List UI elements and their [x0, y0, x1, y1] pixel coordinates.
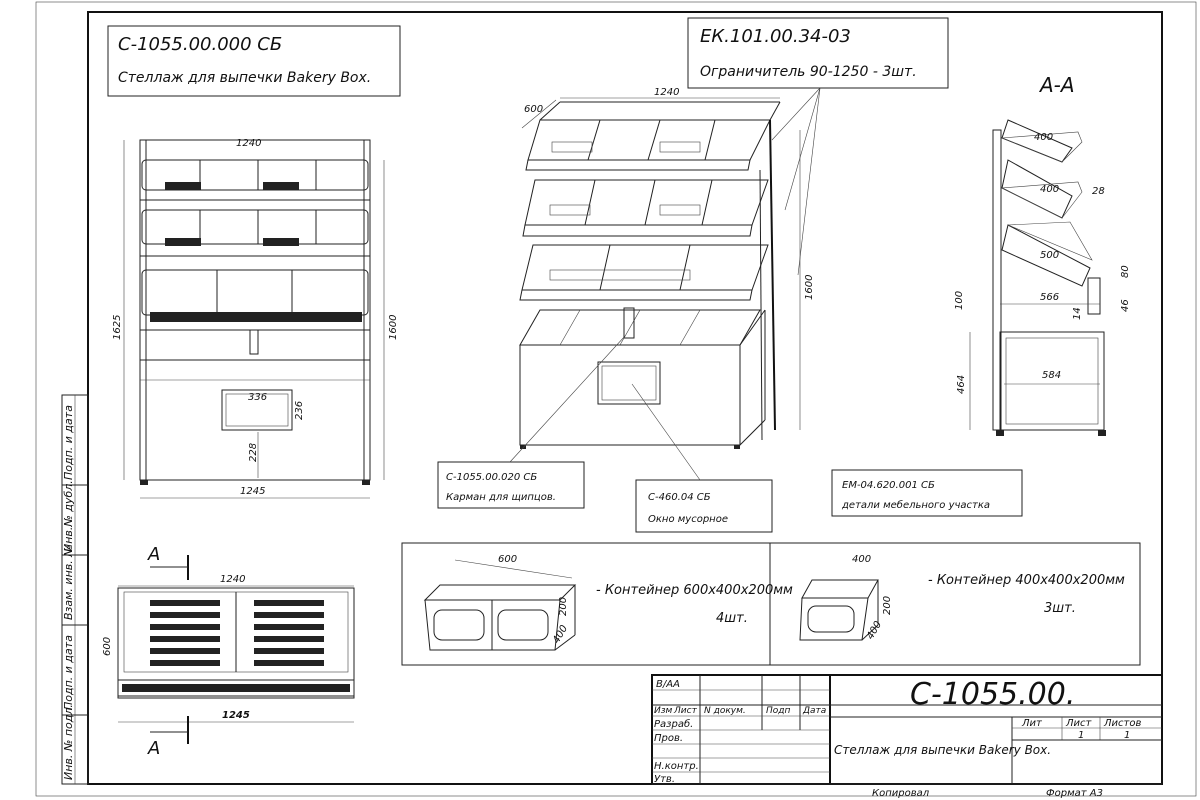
side-dim-400a: 400: [1034, 132, 1053, 143]
section-mark-bottom: А: [147, 738, 160, 759]
limiter-code: ЕК.101.00.34-03: [700, 26, 851, 47]
container2-dim-2: 400: [865, 619, 884, 641]
tb-sheet-value: 1: [1078, 730, 1084, 741]
side-dim-464: 464: [956, 375, 967, 394]
container2-qty: 3шт.: [1044, 601, 1076, 616]
side-view: А-А 400 400 28 500 80 566 100 14 46 584 …: [954, 73, 1131, 436]
container1-text: - Контейнер 600х400х200мм: [596, 583, 793, 598]
tb-row-develop: Разраб.: [654, 718, 693, 730]
side-dim-584: 584: [1042, 370, 1061, 381]
header-code: С-1055.00.000 СБ: [118, 34, 282, 55]
side-dim-400b: 400: [1040, 184, 1059, 195]
front-dim-width-bottom: 1245: [240, 486, 265, 497]
tb-format: Формат А3: [1046, 788, 1103, 799]
side-dim-566: 566: [1040, 292, 1059, 303]
plan-dim-depth: 600: [102, 637, 113, 656]
front-dim-win-w: 336: [248, 392, 267, 403]
iso-dim-depth: 600: [524, 104, 543, 115]
tb-col-doc: N докум.: [704, 706, 746, 716]
side-dim-500: 500: [1040, 250, 1059, 261]
tb-copied: Копировал: [872, 788, 930, 799]
tb-lit-label: Лит: [1021, 718, 1043, 729]
tb-col-date: Дата: [802, 706, 826, 716]
callout-parts-code: ЕМ-04.620.001 СБ: [842, 480, 935, 491]
tb-stamp: В/АА: [656, 679, 680, 690]
container1-dim-1: 600: [498, 554, 517, 565]
tb-row-approve: Утв.: [654, 774, 675, 785]
outer-border: [35, 1, 1197, 797]
title-block: В/АА Изм Лист N докум. Подп Дата Разраб.…: [651, 674, 1163, 799]
strip-label-3: Взам. инв. №: [62, 545, 75, 620]
container1-dim-2: 400: [551, 623, 570, 645]
iso-dim-height: 1600: [804, 275, 815, 300]
callout-window-code: С-460.04 СБ: [648, 492, 711, 503]
header-box: С-1055.00.000 СБ Стеллаж для выпечки Bak…: [107, 25, 401, 97]
container2-dim-3: 200: [882, 596, 893, 615]
tb-title: Стеллаж для выпечки Bakery Box.: [834, 743, 1051, 757]
tb-col-izm: Изм: [654, 706, 673, 716]
tb-sheets-value: 1: [1124, 730, 1130, 741]
strip-label-4: Инв.№ дубл.: [62, 480, 75, 552]
section-label: А-А: [1038, 73, 1075, 97]
front-dim-win-base: 228: [248, 443, 259, 462]
section-mark-top: А: [147, 544, 160, 565]
limiter-desc: Ограничитель 90-1250 - 3шт.: [700, 64, 917, 80]
tb-col-list: Лист: [673, 706, 698, 716]
iso-dim-width: 1240: [654, 87, 679, 98]
plan-dim-bottom: 1245: [222, 710, 250, 721]
strip-label-5: Подп. и дата: [62, 405, 75, 480]
tb-sheets-label: Листов: [1103, 718, 1141, 729]
container2-dim-1: 400: [852, 554, 871, 565]
front-dim-width-top: 1240: [236, 138, 261, 149]
container1-dim-3: 200: [558, 597, 569, 616]
header-name: Стеллаж для выпечки Bakery Box.: [118, 70, 371, 86]
front-dim-win-h: 236: [294, 401, 305, 420]
callout-pocket-code: С-1055.00.020 СБ: [446, 472, 537, 483]
callout-parts: ЕМ-04.620.001 СБ детали мебельного участ…: [831, 469, 1023, 517]
plan-view: 1240 600 1245 А А: [102, 544, 355, 759]
tb-row-check: Пров.: [654, 733, 683, 744]
callout-window: С-460.04 СБ Окно мусорное: [631, 383, 773, 533]
side-dim-14: 14: [1072, 307, 1083, 320]
callout-pocket-desc: Карман для щипцов.: [446, 492, 556, 503]
limiter-box: ЕК.101.00.34-03 Ограничитель 90-1250 - 3…: [687, 17, 949, 276]
containers-panel: 600 400 200 - Контейнер 600х400х200мм 4ш…: [401, 542, 1141, 666]
callout-window-desc: Окно мусорное: [648, 514, 728, 525]
side-strip: Инв. № подл. Подп. и дата Взам. инв. № И…: [61, 394, 89, 785]
tb-row-nctrl: Н.контр.: [654, 761, 699, 772]
strip-label-1: Инв. № подл.: [62, 704, 75, 780]
front-view: 336 236 228 1240 1625 1600 1245: [112, 138, 399, 499]
callout-pocket: С-1055.00.020 СБ Карман для щипцов.: [437, 335, 626, 509]
side-dim-80: 80: [1120, 265, 1131, 278]
iso-view: 600 1240 1600: [519, 87, 815, 449]
plan-dim-width: 1240: [220, 574, 245, 585]
container1-qty: 4шт.: [716, 611, 748, 626]
tb-col-sign: Подп: [766, 706, 790, 716]
side-dim-46: 46: [1120, 299, 1131, 312]
side-dim-100: 100: [954, 291, 965, 310]
front-dim-height-right: 1600: [388, 315, 399, 340]
callout-parts-desc: детали мебельного участка: [841, 499, 990, 511]
side-dim-28: 28: [1092, 186, 1105, 197]
tb-number: С-1055.00.: [910, 677, 1075, 712]
container2-text: - Контейнер 400х400х200мм: [928, 573, 1125, 588]
front-dim-height-left: 1625: [112, 315, 123, 340]
strip-label-2: Подп. и дата: [62, 635, 75, 710]
tb-sheet-label: Лист: [1065, 718, 1093, 729]
